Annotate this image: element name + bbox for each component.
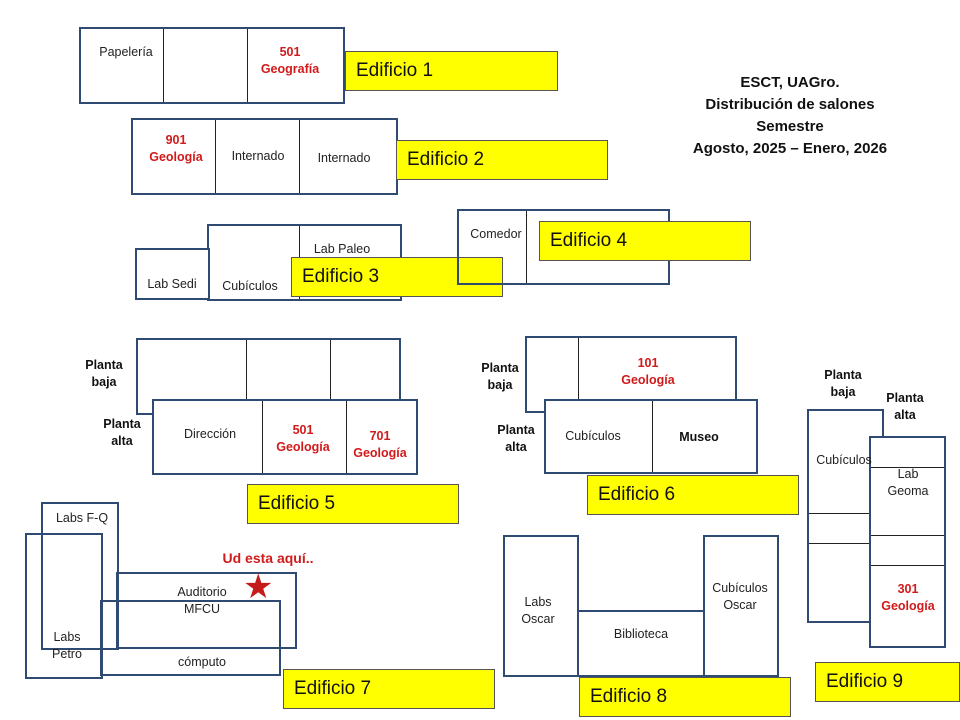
room-internado-b: Internado [317,151,371,165]
room-cubiculos-oscar: Cubículos Oscar [712,581,768,612]
room-museo: Museo [679,430,719,444]
room-301-geologia: 301 Geología [881,582,935,613]
building-9-upper-floor [869,436,946,648]
room-papeleria: Papelería [99,45,153,59]
building-1-label: Edificio 1 [345,51,558,91]
room-501-geografia: 501 Geografía [260,45,320,76]
room-cubiculos: Cubículos [816,453,872,467]
building-7-labs-petro [25,533,103,679]
room-comedor: Comedor [470,227,522,241]
e6-planta-baja-label: Planta baja [481,361,519,392]
e9-planta-alta-label: Planta alta [886,391,924,422]
e6-planta-alta-label: Planta alta [497,423,535,454]
building-5-label: Edificio 5 [247,484,459,524]
building-7-labs-fq [41,502,119,650]
building-7-label: Edificio 7 [283,669,495,709]
room-cubiculos: Cubículos [222,279,278,293]
building-1 [79,27,345,104]
building-3-label: Edificio 3 [291,257,503,297]
room-computo: cómputo [178,655,226,669]
building-3-lower [135,248,210,300]
room-direccion: Dirección [183,427,237,441]
building-8-cubiculos-oscar [703,535,779,677]
building-5-upper-floor [152,399,418,475]
e9-planta-baja-label: Planta baja [824,368,862,399]
room-labs-petro: Labs Petro [52,630,82,661]
e5-planta-alta-label: Planta alta [103,417,141,448]
building-7-computo [100,600,281,676]
title-line-4: Agosto, 2025 – Enero, 2026 [692,140,888,157]
star-icon: ★ [243,568,274,606]
building-8-labs-oscar [503,535,579,677]
building-6-upper-floor [544,399,758,474]
room-901-geologia: 901 Geología [149,133,203,164]
room-701-geologia: 701 Geología [353,429,407,460]
building-9-label: Edificio 9 [815,662,960,702]
building-8-biblioteca [577,610,705,677]
room-labs-fq: Labs F-Q [55,511,109,525]
room-lab-geoma: Lab Geoma [887,467,929,498]
e5-planta-baja-label: Planta baja [85,358,123,389]
room-501-geologia: 501 Geología [276,423,330,454]
room-labs-oscar: Labs Oscar [521,595,555,626]
room-biblioteca: Biblioteca [613,627,669,641]
room-cubiculos: Cubículos [565,429,621,443]
building-7-auditorio [116,572,297,649]
building-8-label: Edificio 8 [579,677,791,717]
room-lab-sedi: Lab Sedi [147,277,197,291]
building-6-label: Edificio 6 [587,475,799,515]
room-101-geologia: 101 Geología [621,356,675,387]
map-title: ESCT, UAGro. Distribución de salones Sem… [670,72,910,160]
title-line-1: ESCT, UAGro. [740,74,840,91]
room-lab-paleo: Lab Paleo [313,242,371,256]
room-internado-a: Internado [231,149,285,163]
title-line-3: Semestre [756,118,824,135]
you-are-here-label: Ud esta aquí.. [222,550,314,566]
title-line-2: Distribución de salones [705,96,875,113]
room-auditorio-mfcu: Auditorio MFCU [177,585,227,616]
building-2-label: Edificio 2 [396,140,608,180]
building-4-label: Edificio 4 [539,221,751,261]
